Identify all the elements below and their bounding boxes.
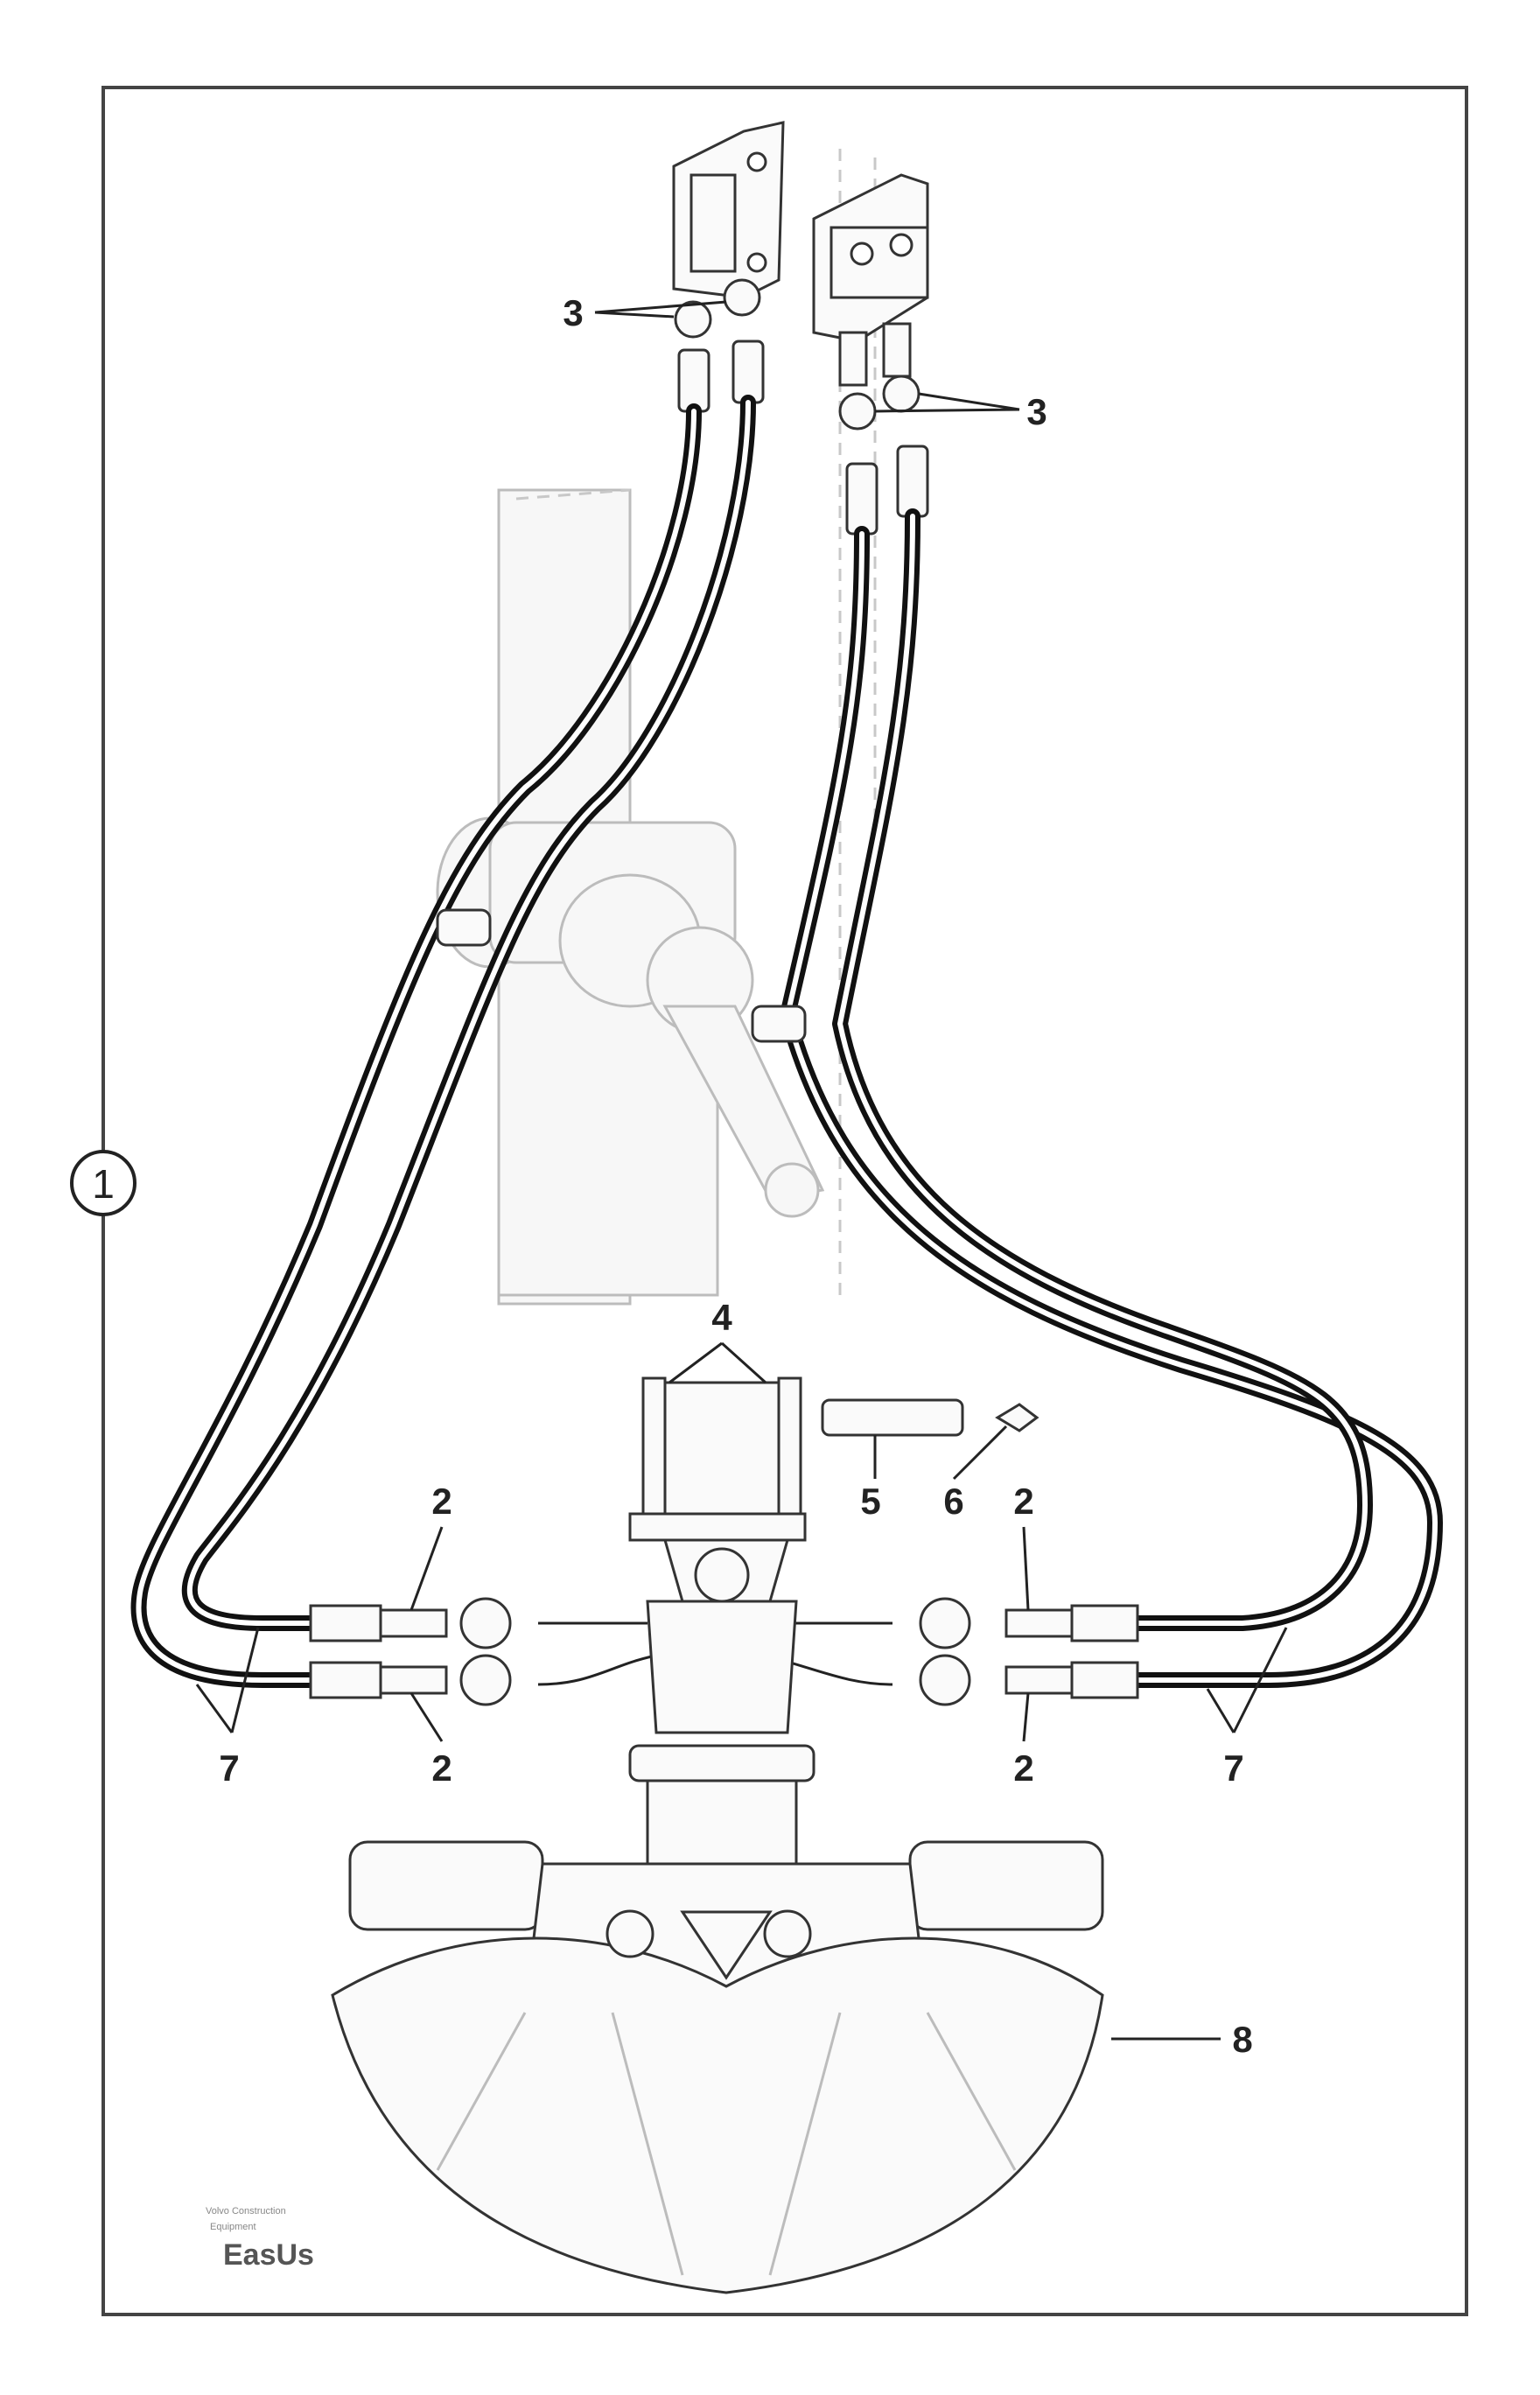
label-4: 4 [711,1297,732,1338]
label-3-right: 3 [1026,391,1046,432]
o-ring-right-bottom [919,1654,971,1706]
leader-lines [195,300,1288,2041]
couplings-left [309,1597,512,1706]
coupling-right-bottom-sleeve [1070,1661,1139,1699]
hose-right-inner-core [837,514,1368,1626]
bolt [746,252,767,273]
valve-body-right [830,226,929,299]
rotator-head [628,1376,816,1879]
upper-fittings [677,340,929,536]
callout-1: 1 [70,1150,136,1216]
leader-6 [952,1425,1008,1481]
plug-left-2 [723,278,761,317]
leader-2-right-bottom [1022,1692,1030,1742]
valve-port-right-1 [838,331,868,387]
coupling-left-top-sleeve [309,1604,382,1642]
leader-2-left-bottom [410,1692,444,1742]
bolt [889,233,914,257]
couplings-right [919,1597,1139,1706]
leader-7-right [1206,1627,1288,1733]
label-2-right-top: 2 [1013,1481,1033,1522]
hose-clamp-right [751,1005,807,1043]
rotator-motor [646,1600,798,1734]
rotator-pivot [694,1547,750,1603]
label-2-left-top: 2 [431,1481,452,1522]
hose-left-inner-core [186,400,751,1626]
valve-spool-left [690,173,737,273]
hose-clamp-left [436,908,492,947]
grab-hole-left [606,1909,654,1958]
pin-base [628,1512,807,1542]
fitting-upper-1 [677,348,710,413]
clip-part [995,1403,1040,1432]
valve-port-right-2 [882,322,912,378]
hose-left-outer-core [136,409,696,1683]
leader-3-left [594,300,727,319]
grab-shell-ribs [436,2012,1017,2276]
label-2-left-bottom: 2 [431,1747,452,1789]
part-labels: 3 3 4 5 6 2 2 2 2 7 7 8 [219,292,1252,2060]
link-pivot [764,1162,820,1218]
stamp-line-one: Volvo Construction [206,2206,286,2216]
pin-ear-left [641,1376,667,1520]
label-2-right-bottom: 2 [1013,1747,1033,1789]
boom-structure [436,149,877,1306]
label-6: 6 [943,1481,963,1522]
rotator-column [646,1779,798,1879]
grab-cylinder-right [908,1840,1104,1931]
valve-block-right [812,173,929,431]
plug-right-2 [882,375,920,413]
stamp-brand-logo: EasUs [223,2238,314,2272]
link-arm [662,1005,825,1201]
rotator-ring [628,1744,816,1782]
fitting-upper-4 [896,445,929,518]
hose-right-inner [832,508,1373,1631]
hose-set [130,395,1443,1688]
grab-hole-right [763,1909,812,1958]
fitting-upper-2 [732,340,765,404]
leader-3-right [874,392,1020,413]
label-7-right: 7 [1223,1747,1243,1789]
grab-cylinder-left [348,1840,544,1931]
stamp-line-two: Equipment [210,2222,256,2232]
label-8: 8 [1232,2019,1252,2060]
connection-lines [537,1621,893,1686]
coupling-left-top-nut [379,1608,448,1638]
bolt [850,242,874,266]
leader-4 [668,1341,767,1384]
hose-right-outer [780,526,1443,1688]
o-ring-left-bottom [459,1654,512,1706]
bolt [746,151,767,172]
coupling-right-top-nut [1004,1608,1074,1638]
plug-right-1 [838,392,877,431]
callout-label: 1 [92,1161,115,1207]
callout-circle [70,1150,136,1216]
label-3-left: 3 [563,292,583,333]
coupling-left-bottom-sleeve [309,1661,382,1699]
coupling-right-top-sleeve [1070,1604,1139,1642]
leader-7-left [195,1627,260,1733]
pin-ear-right [777,1376,802,1520]
o-ring-right-top [919,1597,971,1649]
hose-right-outer-core [785,531,1438,1683]
label-5: 5 [860,1481,880,1522]
o-ring-left-top [459,1597,512,1649]
coupling-right-bottom-nut [1004,1665,1074,1695]
leader-2-left-top [410,1526,444,1611]
pin-housing [654,1381,789,1524]
tube-part [821,1398,964,1437]
manufacturer-stamp: Volvo Construction Equipment EasUs [206,2206,314,2272]
grab-bucket [331,1840,1104,2294]
valve-block-left [672,121,785,339]
grab-triangle [680,1910,773,1980]
label-7-left: 7 [219,1747,239,1789]
coupling-left-bottom-nut [379,1665,448,1695]
leader-2-right-top [1022,1526,1030,1611]
fitting-upper-3 [845,462,878,536]
plug-left-1 [674,300,712,339]
grab-shell [331,1936,1104,2294]
